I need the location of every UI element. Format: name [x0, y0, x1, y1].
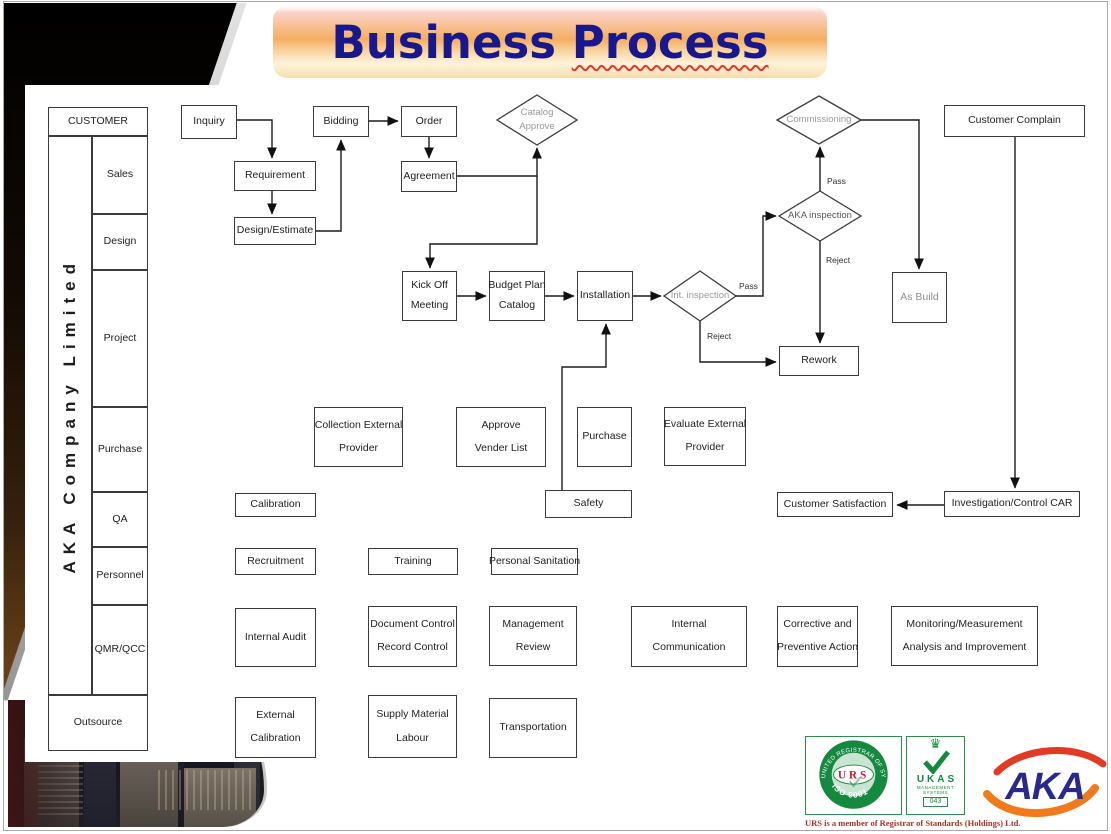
- page-title: Business Process: [331, 16, 768, 69]
- aka-logo-text: AKA: [1004, 766, 1084, 808]
- swoosh-bottom: [983, 784, 1099, 818]
- urs-center-text: URS: [838, 769, 869, 781]
- urs-iso9001-logo: UNITED REGISTRAR OF SYSTEMS ISO 9001 URS: [803, 734, 902, 815]
- swoosh-top: [993, 747, 1107, 776]
- ukas-sub1: MANAGEMENT: [916, 785, 955, 790]
- crown-icon: ♛: [929, 736, 942, 751]
- check-icon: [922, 750, 950, 774]
- ukas-number: 043: [922, 796, 949, 807]
- title-word-business: Business: [331, 15, 557, 69]
- ukas-sub2: SYSTEMS: [922, 790, 948, 796]
- urs-check-icon: [848, 776, 861, 788]
- flowchart-panel: [25, 85, 1090, 762]
- slide-border: [3, 1, 1108, 831]
- ukas-name: UKAS: [916, 774, 958, 785]
- ukas-logo: ♛ UKAS MANAGEMENT SYSTEMS 043: [906, 736, 965, 815]
- title-word-process: Process: [571, 15, 769, 69]
- urs-caption: URS is a member of Registrar of Standard…: [805, 818, 1021, 828]
- title-banner: Business Process: [273, 6, 827, 78]
- aka-company-logo: AKA: [983, 742, 1108, 822]
